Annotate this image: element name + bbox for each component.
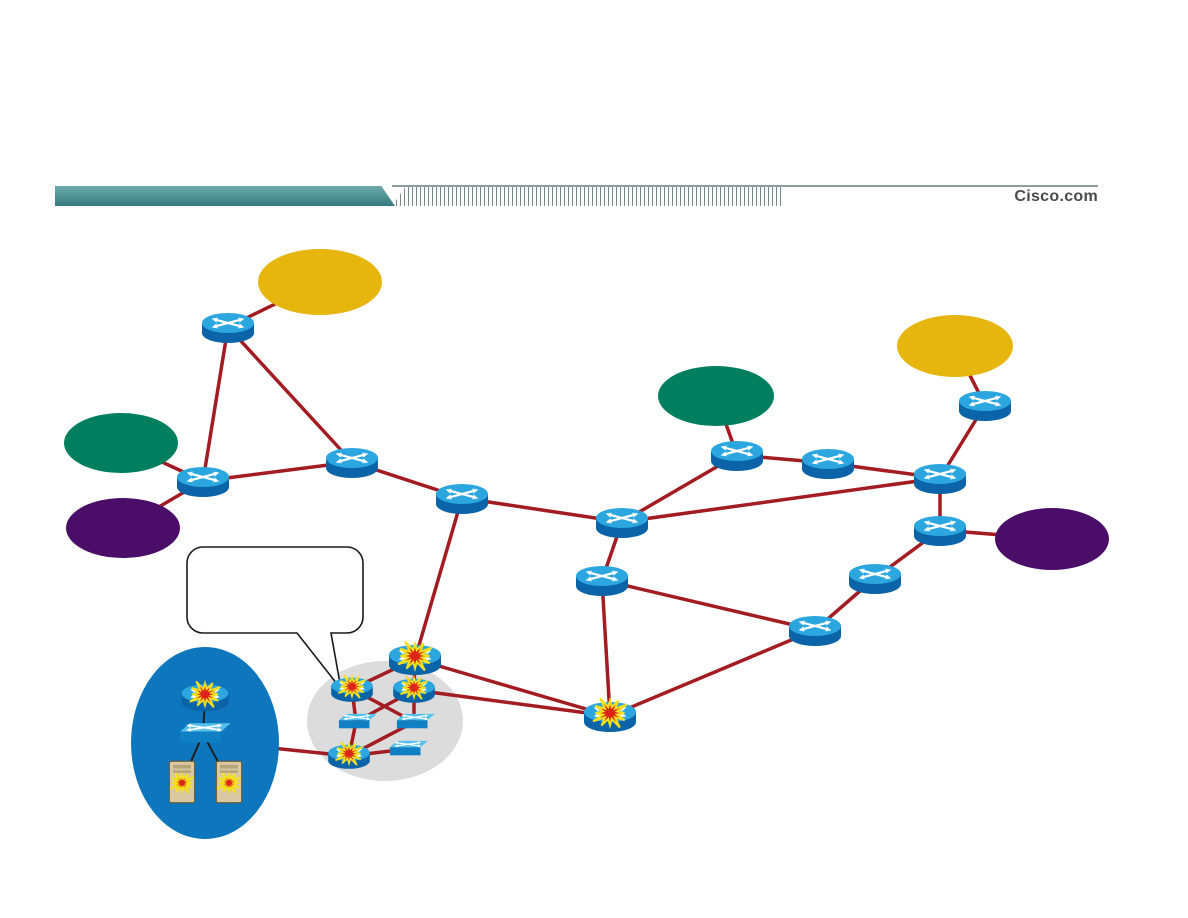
wan-link-r6-x2 (600, 579, 612, 717)
router-icon-r4 (436, 484, 488, 514)
router-icon-r7 (711, 441, 763, 471)
stub-network-net-purple-1 (66, 498, 180, 558)
stub-network-net-yellow-1 (258, 249, 382, 315)
router-icon-r8 (802, 449, 854, 479)
failed-router-icon-x5 (328, 740, 370, 769)
header-rule-line (392, 185, 1098, 187)
failed-router-icon-x3 (331, 673, 373, 702)
wan-link-r1-r3 (226, 325, 354, 464)
stub-network-net-green-2 (658, 366, 774, 426)
failure-explosion-icon (397, 640, 433, 672)
failure-explosion-icon (592, 697, 628, 729)
wan-link-r5-r9 (621, 476, 941, 524)
stub-network-net-green-1 (64, 413, 178, 473)
stub-network-net-yellow-2 (897, 315, 1013, 377)
stub-network-net-purple-2 (995, 508, 1109, 570)
failed-router-icon-x4 (393, 674, 435, 703)
failure-explosion-icon (400, 674, 428, 701)
wan-link-r4-r5 (461, 496, 623, 524)
router-icon-r11 (914, 516, 966, 546)
router-icon-r13 (789, 616, 841, 646)
failure-explosion-icon (335, 740, 363, 767)
magnifier-ellipse (131, 647, 279, 839)
router-icon-r3 (326, 448, 378, 478)
failure-explosion-icon (338, 673, 366, 700)
router-icon-r1 (202, 313, 254, 343)
switch-icon-s2 (396, 713, 435, 729)
failed-server-icon-m3 (168, 760, 196, 804)
switch-icon-s1 (338, 713, 377, 729)
header-hatch-band (392, 186, 784, 206)
switch-icon-m2 (180, 723, 231, 743)
header-accent-bar (55, 186, 395, 206)
failure-explosion-icon (216, 771, 242, 795)
router-icon-r5 (596, 508, 648, 538)
failure-explosion-icon (189, 679, 221, 709)
wan-link-r13-r6 (601, 578, 816, 632)
failure-explosion-icon (169, 771, 195, 795)
callout-bubble (186, 546, 364, 690)
switch-icon-s3 (389, 740, 428, 756)
router-icon-r12 (849, 564, 901, 594)
router-icon-r10 (959, 391, 1011, 421)
router-icon-r9 (914, 464, 966, 494)
wan-link-r13-x2 (609, 628, 816, 718)
failed-router-icon-x2 (584, 697, 636, 732)
wan-link-x1-x2 (414, 657, 611, 718)
router-icon-r2 (177, 467, 229, 497)
cisco-brand: Cisco.com (1014, 188, 1098, 205)
failed-server-icon-m4 (215, 760, 243, 804)
wan-link-r4-x1 (413, 497, 464, 660)
wan-link-r1-r2 (201, 326, 230, 482)
failed-router-icon-m1 (181, 679, 229, 712)
wan-link-x4-x2 (413, 688, 611, 718)
failed-router-icon-x1 (389, 640, 441, 675)
router-icon-r6 (576, 566, 628, 596)
